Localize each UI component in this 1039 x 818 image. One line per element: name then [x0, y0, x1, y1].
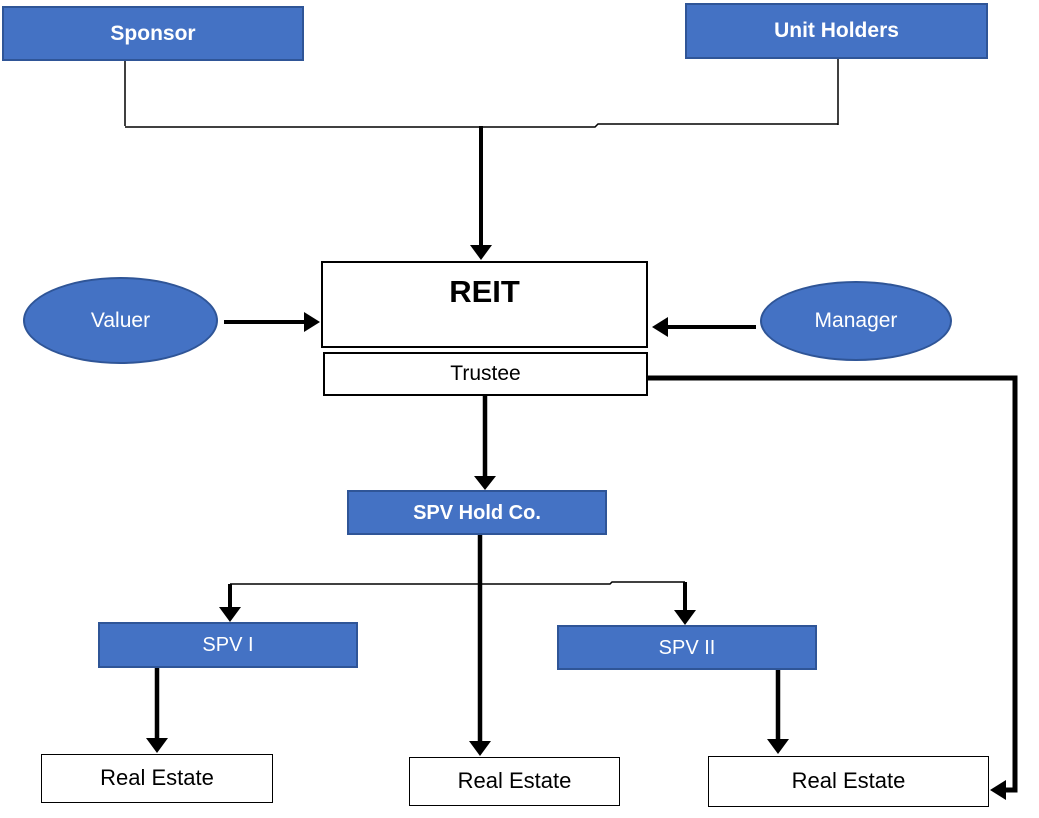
edge-top-rail	[125, 123, 838, 128]
node-reit-label: REIT	[449, 274, 520, 309]
node-spv-1: SPV I	[98, 622, 358, 668]
edge-valuer-to-reit-arrowhead	[304, 312, 320, 332]
node-real-estate-left: Real Estate	[41, 754, 273, 803]
node-trustee: Trustee	[323, 352, 648, 396]
node-unit-holders: Unit Holders	[685, 3, 988, 59]
node-valuer: Valuer	[23, 277, 218, 364]
edge-holdco-to-real-estate-middle-arrowhead	[469, 741, 491, 756]
node-spv-2-label: SPV II	[658, 636, 716, 659]
edge-branch-to-spv2-arrowhead	[674, 610, 696, 625]
node-real-estate-right: Real Estate	[708, 756, 989, 807]
node-unit-holders-label: Unit Holders	[774, 19, 899, 43]
node-manager: Manager	[760, 281, 952, 361]
edge-branch-to-spv1-arrowhead	[219, 607, 241, 622]
node-sponsor-label: Sponsor	[110, 21, 196, 45]
edge-trustee-to-holdco-arrowhead	[474, 476, 496, 490]
node-spv-1-label: SPV I	[202, 634, 254, 656]
edge-manager-to-reit-arrowhead	[652, 317, 668, 337]
node-trustee-label: Trustee	[450, 362, 521, 386]
edge-branch-rail	[230, 581, 685, 585]
edge-trustee-to-real-estate-right-arrowhead	[990, 780, 1006, 800]
node-valuer-label: Valuer	[90, 308, 151, 332]
edge-spv2-to-real-estate-right-arrowhead	[767, 739, 789, 754]
node-real-estate-middle: Real Estate	[409, 757, 620, 806]
node-spv-hold-co: SPV Hold Co.	[347, 490, 607, 535]
node-reit: REIT	[321, 261, 648, 348]
node-sponsor: Sponsor	[2, 6, 304, 61]
node-real-estate-left-label: Real Estate	[100, 765, 214, 791]
node-spv-hold-co-label: SPV Hold Co.	[413, 501, 541, 524]
node-spv-2: SPV II	[557, 625, 817, 670]
edge-spv1-to-real-estate-left-arrowhead	[146, 738, 168, 753]
node-real-estate-right-label: Real Estate	[791, 768, 906, 794]
edge-rail-to-reit-arrowhead	[470, 245, 492, 260]
node-manager-label: Manager	[814, 309, 898, 333]
edge-trustee-to-real-estate-right-line	[648, 375, 1018, 793]
node-real-estate-middle-label: Real Estate	[457, 768, 572, 794]
